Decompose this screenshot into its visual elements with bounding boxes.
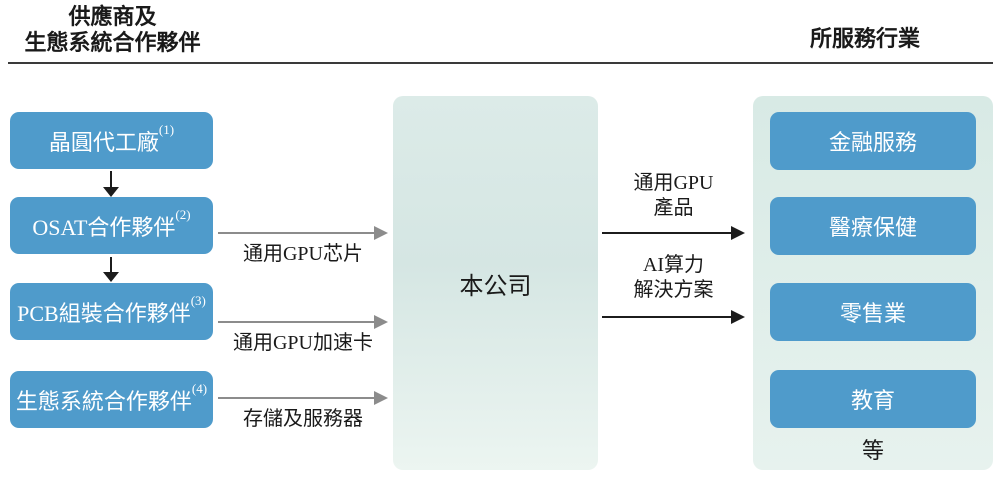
suppliers-title-line1: 供應商及 bbox=[68, 4, 157, 29]
down-arrow-icon bbox=[103, 171, 119, 197]
industries-column-title: 所服務行業 bbox=[809, 26, 920, 51]
supplier-box-label: PCB組裝合作夥伴(3) bbox=[17, 293, 206, 326]
supplier-box-pcb-assembly-partners: PCB組裝合作夥伴(3) bbox=[10, 283, 213, 340]
right-arrow-icon bbox=[218, 226, 388, 240]
industry-box-education: 教育 bbox=[770, 370, 976, 428]
industry-box-label: 零售業 bbox=[839, 301, 906, 326]
suppliers-title-line2: 生態系統合作夥伴 bbox=[24, 30, 201, 55]
supply-arrow-label-storage-servers: 存儲及服務器 bbox=[243, 408, 363, 430]
industry-box-label: 教育 bbox=[850, 388, 895, 413]
industry-box-healthcare: 醫療保健 bbox=[770, 197, 976, 255]
supplier-box-label: 晶圓代工廠(1) bbox=[48, 122, 175, 155]
industry-box-label: 醫療保健 bbox=[828, 215, 917, 240]
supply-arrow-label-gpu-chips: 通用GPU芯片 bbox=[242, 243, 363, 265]
output-arrow-label-gpu-products: 通用GPU 產品 bbox=[633, 172, 714, 219]
right-arrow-icon bbox=[218, 391, 388, 405]
supplier-box-label: OSAT合作夥伴(2) bbox=[32, 207, 191, 240]
right-arrow-icon bbox=[218, 315, 388, 329]
industry-box-financial-services: 金融服務 bbox=[770, 112, 976, 170]
right-arrow-icon bbox=[602, 310, 745, 324]
industries-etc-label: 等 bbox=[861, 438, 884, 463]
industry-box-retail: 零售業 bbox=[770, 283, 976, 341]
footnote-marker: (1) bbox=[158, 122, 175, 138]
company-box: 本公司 bbox=[393, 96, 598, 470]
suppliers-column-title: 供應商及 生態系統合作夥伴 bbox=[20, 4, 205, 56]
output-arrow-label-ai-computing-solutions: AI算力 解決方案 bbox=[633, 254, 714, 301]
supplier-box-osat-partners: OSAT合作夥伴(2) bbox=[10, 197, 213, 254]
footnote-marker: (3) bbox=[190, 293, 206, 309]
header-divider-line bbox=[8, 62, 993, 64]
down-arrow-icon bbox=[103, 257, 119, 282]
footnote-marker: (4) bbox=[191, 381, 208, 397]
industry-box-label: 金融服務 bbox=[828, 130, 917, 155]
right-arrow-icon bbox=[602, 226, 745, 240]
industries-panel: 金融服務 醫療保健 零售業 教育 等 bbox=[753, 96, 993, 470]
supplier-box-wafer-foundry: 晶圓代工廠(1) bbox=[10, 112, 213, 169]
company-label: 本公司 bbox=[459, 273, 532, 300]
footnote-marker: (2) bbox=[175, 207, 191, 223]
supplier-box-label: 生態系統合作夥伴(4) bbox=[15, 381, 208, 414]
supply-arrow-label-gpu-accelerator-cards: 通用GPU加速卡 bbox=[232, 332, 373, 354]
supplier-box-ecosystem-partners: 生態系統合作夥伴(4) bbox=[10, 371, 213, 428]
